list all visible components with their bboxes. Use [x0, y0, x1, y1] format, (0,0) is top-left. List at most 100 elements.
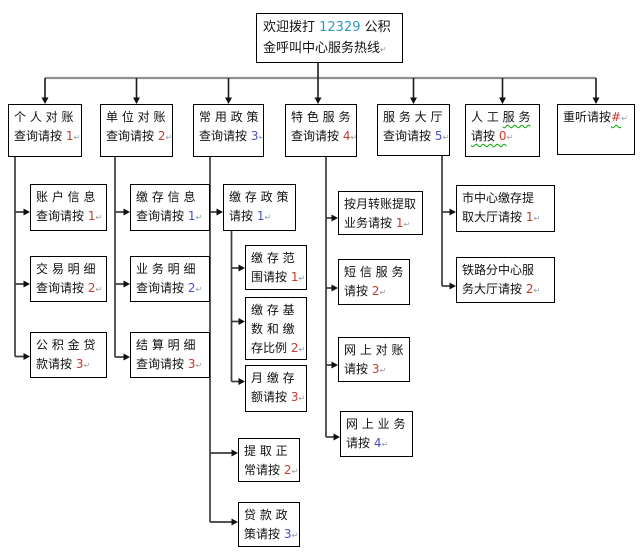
text-segment: 额请按: [251, 390, 291, 404]
text-segment: 3: [283, 527, 292, 541]
node-text-line: 重听请按#↵: [563, 108, 629, 128]
node-text-line: 铁路分中心服: [462, 261, 549, 280]
arrowhead-down: [592, 97, 600, 104]
linebreak-mark: ↵: [73, 133, 81, 142]
text-segment: 铁路分中心服: [462, 263, 535, 277]
text-segment: 请按: [344, 284, 372, 298]
arrowhead-right: [216, 208, 223, 216]
node-text-line: 账 户 信 息: [36, 188, 101, 207]
text-segment: 查询请按: [136, 357, 188, 371]
arrowhead-right: [123, 353, 130, 361]
node-business-detail: 业 务 明 细查询请按 2↵: [130, 256, 210, 302]
text-segment: 5: [434, 129, 443, 143]
linebreak-mark: ↵: [298, 394, 306, 403]
text-segment: 按月转账提取: [344, 197, 417, 211]
node-text-line: 务大厅请按 2↵: [462, 280, 549, 300]
arrowhead-right: [238, 318, 245, 325]
text-segment: 1: [87, 209, 96, 223]
node-online-reconciliation: 网 上 对 账请按 3↵: [338, 337, 410, 382]
arrowhead-down: [410, 97, 417, 104]
text-segment: 2: [157, 129, 166, 143]
text-segment: 1: [395, 216, 404, 230]
text-segment: 缴 存 信 息: [136, 190, 196, 204]
node-service-hall: 服 务 大 厅查询请按 5↵: [377, 104, 450, 156]
arrowhead-right: [23, 208, 30, 216]
arrowhead-right: [331, 361, 338, 369]
text-segment: 策请按: [244, 527, 284, 541]
linebreak-mark: ↵: [95, 213, 103, 222]
node-loan-policy: 贷 款 政策请按 3↵: [238, 502, 300, 547]
node-account-info: 账 户 信 息查询请按 1↵: [30, 184, 107, 231]
text-segment: 查询请按: [136, 209, 188, 223]
text-segment: 请按: [346, 436, 374, 450]
text-segment: 查询请按: [291, 129, 343, 143]
text-segment: 账 户 信 息: [36, 190, 96, 204]
text-segment: 交 易 明 细: [36, 262, 96, 276]
node-text-line: 市中心缴存提: [462, 189, 549, 208]
linebreak-mark: ↵: [264, 213, 272, 222]
node-text-line: 请按 1↵: [229, 207, 290, 227]
text-segment: 1: [256, 209, 265, 223]
node-text-line: 策请按 3↵: [244, 525, 298, 545]
text-segment: 重听请按: [563, 110, 612, 124]
text-segment: 3: [371, 362, 380, 376]
text-segment: #: [611, 110, 622, 124]
node-text-line: 提 取 正: [244, 442, 294, 461]
linebreak-mark: ↵: [83, 361, 91, 370]
linebreak-mark: ↵: [381, 440, 389, 449]
linebreak-mark: ↵: [298, 274, 306, 283]
node-text-line: 查询请按 5↵: [383, 127, 449, 147]
node-text-line: 查询请按 2↵: [36, 279, 102, 299]
node-text-line: 请按 2↵: [344, 282, 404, 302]
arrowhead-right: [123, 280, 130, 288]
text-segment: 查询请按: [14, 129, 66, 143]
node-text-line: 业 务 明 细: [136, 260, 204, 279]
node-text-line: 围请按 1↵: [251, 268, 305, 288]
node-text-line: 缴 存 基: [251, 301, 301, 320]
node-text-line: 服 务 大 厅: [383, 108, 444, 127]
text-segment: 数 和 缴: [251, 322, 295, 336]
text-segment: 缴 存 范: [251, 251, 295, 265]
arrowhead-right: [331, 214, 338, 222]
linebreak-mark: ↵: [291, 531, 299, 540]
text-segment: 市中心缴存提: [462, 191, 535, 205]
node-monthly-deposit-amount: 月 缴 存额请按 3↵: [245, 365, 307, 412]
text-segment: 提 取 正: [244, 444, 288, 458]
text-segment: 查询请按: [36, 281, 88, 295]
linebreak-mark: ↵: [291, 467, 299, 476]
text-segment: 个 人 对 账: [14, 110, 74, 124]
text-segment: 4: [342, 129, 351, 143]
text-segment: 金呼叫中心服务热线: [263, 41, 381, 56]
text-segment: 贷 款 政: [244, 508, 288, 522]
node-text-line: 取大厅请按 1↵: [462, 208, 549, 228]
text-segment: 结 算 明 细: [136, 338, 196, 352]
text-segment: 人 工: [471, 110, 503, 124]
node-text-line: 金呼叫中心服务热线↵: [263, 38, 396, 60]
text-segment: 3: [290, 390, 299, 404]
text-segment: 3: [75, 357, 84, 371]
node-settlement-detail: 结 算 明 细查询请按 3↵: [130, 332, 210, 378]
node-text-line: 按月转账提取: [344, 195, 417, 214]
node-text-line: 常 用 政 策: [199, 108, 258, 127]
text-segment: 2: [525, 282, 534, 296]
arrowhead-right: [231, 449, 238, 457]
text-segment: 查询请按: [36, 209, 88, 223]
arrowhead-down: [225, 97, 232, 104]
node-text-line: 个 人 对 账: [14, 108, 76, 127]
text-segment: 1: [525, 210, 534, 224]
linebreak-mark: ↵: [621, 114, 628, 123]
text-segment: 网 上 业 务: [346, 417, 406, 431]
node-text-line: 短 信 服 务: [344, 263, 404, 282]
text-segment: 1: [290, 270, 299, 284]
text-segment: 短 信 服 务: [344, 265, 404, 279]
arrowhead-right: [238, 378, 245, 385]
linebreak-mark: ↵: [298, 345, 306, 354]
text-segment: 公积: [360, 20, 391, 35]
linebreak-mark: ↵: [165, 133, 173, 142]
node-text-line: 查询请按 2↵: [106, 127, 172, 147]
node-text-line: 查询请按 4↵: [291, 127, 356, 147]
node-text-line: 查询请按 3↵: [199, 127, 263, 147]
linebreak-mark: ↵: [403, 220, 411, 229]
node-text-line: 请按 0↵: [471, 127, 534, 147]
text-segment: 2: [290, 341, 299, 355]
